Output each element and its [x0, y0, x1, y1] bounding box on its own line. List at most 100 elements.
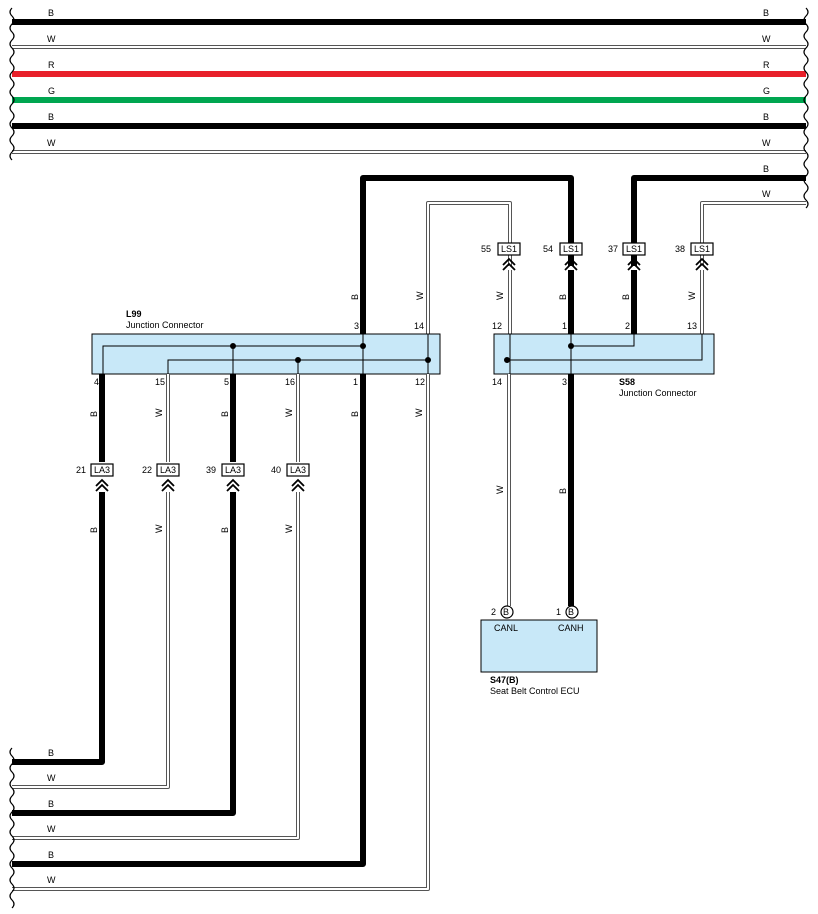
la3-pin-22: 22: [142, 465, 152, 475]
l99-to-la3-wires: [99, 374, 300, 462]
s58-pin-3: 3: [562, 377, 567, 387]
ls1-pin-55: 55: [481, 244, 491, 254]
label-la3-40: W: [284, 524, 294, 533]
label-s58-14: W: [495, 485, 505, 494]
s58-pin-14: 14: [492, 377, 502, 387]
bottom-wire-3-label: B: [48, 799, 54, 809]
ecu-canh-label: CANH: [558, 623, 584, 633]
ecu-code: S47(B): [490, 675, 519, 685]
label-l99-4: B: [89, 411, 99, 417]
top-wire-5-left-label: B: [48, 112, 54, 122]
s58-pin-12: 12: [492, 321, 502, 331]
top-wire-bus: B B W W R R G G B B W W: [12, 8, 806, 154]
svg-text:LA3: LA3: [160, 465, 176, 475]
svg-text:LS1: LS1: [694, 244, 710, 254]
label-s58-3: B: [558, 488, 568, 494]
s58-pin-1: 1: [562, 321, 567, 331]
ls1-connector-54: LS1 54: [543, 242, 583, 271]
bottom-wire-4-label: W: [47, 824, 56, 834]
l99-pin-16: 16: [285, 377, 295, 387]
label-l99-1: B: [350, 411, 360, 417]
s58-code: S58: [619, 377, 635, 387]
right-incoming-wires: B W: [631, 164, 806, 266]
ls1-connector-55: LS1 55: [481, 242, 521, 271]
label-ls1-38: W: [687, 291, 697, 300]
l99-code: L99: [126, 309, 142, 319]
ls1-connector-37: LS1 37: [608, 242, 646, 271]
vertical-wire-labels: B W W B B W B W B W B W B W B W W B: [89, 291, 697, 533]
svg-text:LA3: LA3: [94, 465, 110, 475]
l99-top-wires: [360, 175, 574, 334]
la3-pin-39: 39: [206, 465, 216, 475]
ecu-canl-label: CANL: [494, 623, 518, 633]
label-l99-15: W: [154, 408, 164, 417]
ecu-pin-badge-left: B: [503, 607, 509, 617]
svg-text:LS1: LS1: [563, 244, 579, 254]
l99-pin-5: 5: [224, 377, 229, 387]
top-wire-2-left-label: W: [47, 34, 56, 44]
svg-text:LA3: LA3: [225, 465, 241, 475]
ls1-pin-37: 37: [608, 244, 618, 254]
top-wire-1-right-label: B: [763, 8, 769, 18]
top-wire-3-right-label: R: [763, 60, 770, 70]
top-wire-6-left-label: W: [47, 138, 56, 148]
label-l99-16: W: [284, 408, 294, 417]
bottom-wire-6-label: W: [47, 875, 56, 885]
bottom-wire-5-label: B: [48, 850, 54, 860]
ls1-pin-38: 38: [675, 244, 685, 254]
l99-junction-connector: L99 Junction Connector 3 14 4 15 5 16 1 …: [91, 309, 441, 387]
top-wire-2-right-label: W: [762, 34, 771, 44]
top-wire-6-right-label: W: [762, 138, 771, 148]
label-l99-5: B: [220, 411, 230, 417]
label-la3-21: B: [89, 527, 99, 533]
s58-pin-2: 2: [625, 321, 630, 331]
ls1-connectors: LS1 55 LS1 54 LS1 37 LS1 38: [481, 242, 714, 271]
ecu-pin-badge-right: B: [568, 607, 574, 617]
la3-connector-21: LA3 21: [76, 463, 114, 492]
ecu-pin-2: 2: [491, 607, 496, 617]
l99-pin-12: 12: [415, 377, 425, 387]
top-wire-3-left-label: R: [48, 60, 55, 70]
la3-pin-40: 40: [271, 465, 281, 475]
s58-junction-connector: S58 Junction Connector 12 1 2 13 14 3: [492, 321, 715, 398]
top-left-break-marks: [9, 7, 15, 161]
la3-connectors: LA3 21 LA3 22 LA3 39 LA3 40: [76, 463, 310, 492]
svg-text:LS1: LS1: [501, 244, 517, 254]
right-wire-2-label: W: [762, 189, 771, 199]
l99-name: Junction Connector: [126, 320, 204, 330]
svg-text:LS1: LS1: [626, 244, 642, 254]
la3-connector-40: LA3 40: [271, 463, 310, 492]
l99-pin-4: 4: [94, 377, 99, 387]
ls1-pin-54: 54: [543, 244, 553, 254]
label-l99-3: B: [350, 294, 360, 300]
top-right-break-marks: [803, 7, 809, 209]
top-wire-1-left-label: B: [48, 8, 54, 18]
seat-belt-control-ecu: B B 2 1 CANL CANH S47(B) Seat Belt Contr…: [480, 605, 598, 696]
l99-pin-1: 1: [353, 377, 358, 387]
la3-connector-22: LA3 22: [142, 463, 180, 492]
bottom-wire-bus: B W B W B W: [9, 374, 430, 909]
label-l99-14: W: [415, 291, 425, 300]
s58-pin-13: 13: [687, 321, 697, 331]
label-ls1-55: W: [495, 291, 505, 300]
la3-pin-21: 21: [76, 465, 86, 475]
bottom-left-break-marks: [9, 747, 15, 909]
ls1-to-s58-wires: [508, 270, 704, 334]
ecu-name: Seat Belt Control ECU: [490, 686, 580, 696]
right-wire-1-label: B: [763, 164, 769, 174]
s58-to-ecu-wires: [507, 374, 574, 606]
ls1-connector-38: LS1 38: [675, 242, 714, 271]
l99-pin-14: 14: [414, 321, 424, 331]
top-wire-4-right-label: G: [763, 86, 770, 96]
s58-name: Junction Connector: [619, 388, 697, 398]
label-la3-22: W: [154, 524, 164, 533]
l99-pin-15: 15: [155, 377, 165, 387]
top-wire-5-right-label: B: [763, 112, 769, 122]
label-ls1-37: B: [621, 294, 631, 300]
svg-text:LA3: LA3: [290, 465, 306, 475]
top-wire-4-left-label: G: [48, 86, 55, 96]
label-ls1-54: B: [558, 294, 568, 300]
ecu-pin-1: 1: [556, 607, 561, 617]
label-l99-12: W: [414, 408, 424, 417]
